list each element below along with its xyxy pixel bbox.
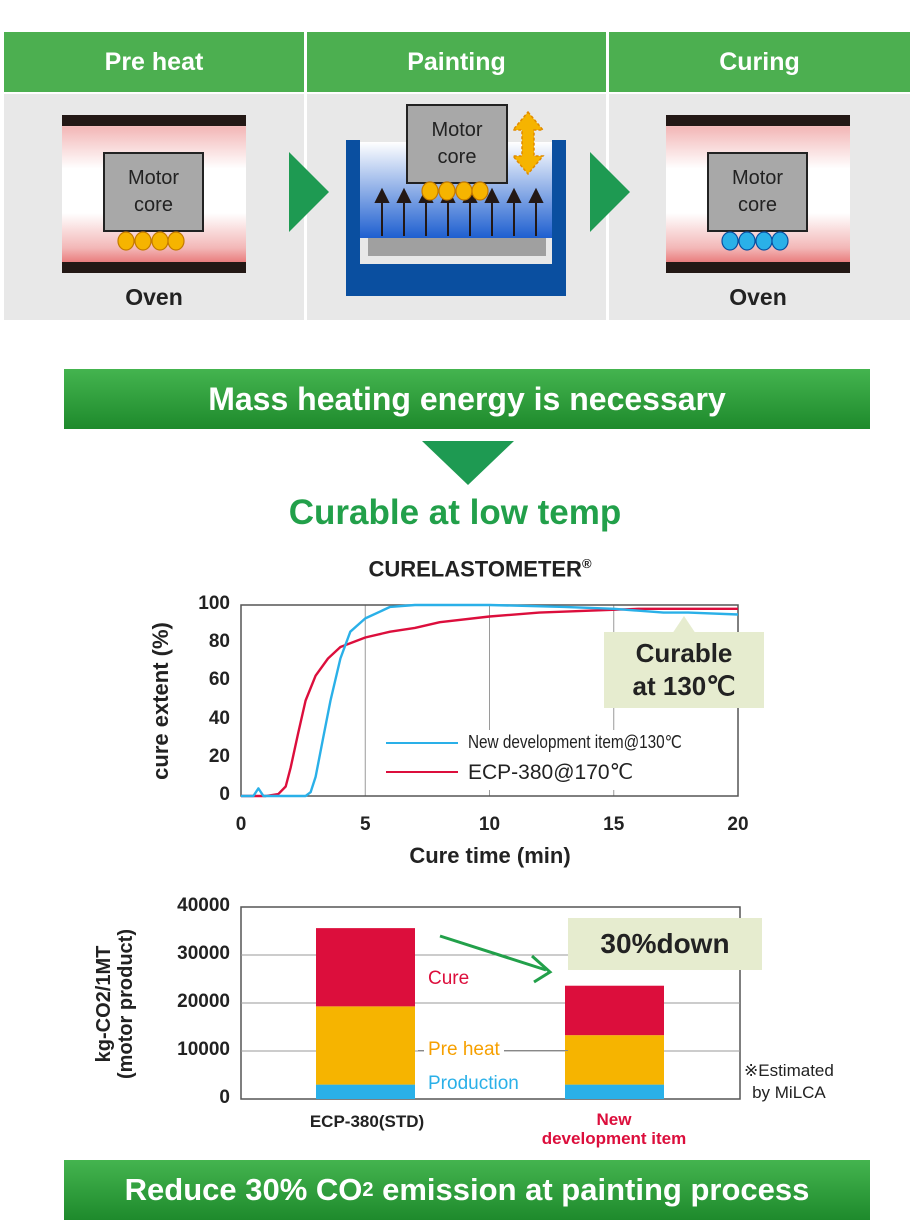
x-tick-label: 5 xyxy=(359,814,371,835)
bar-segment-pre-heat xyxy=(565,1035,664,1085)
oven-top-plate xyxy=(62,115,246,126)
y-tick-label: 20000 xyxy=(177,991,230,1012)
y-tick-label: 100 xyxy=(198,593,230,614)
bar-segment-cure xyxy=(316,928,415,1007)
callout-pointer xyxy=(672,616,696,634)
line-chart-title-text: CURELASTOMETER xyxy=(368,556,582,582)
bar-segment-production xyxy=(316,1084,415,1099)
estimation-note: ※Estimated by MiLCA xyxy=(744,1061,834,1102)
y-tick-label: 30000 xyxy=(177,943,230,964)
y-tick-label: 20 xyxy=(208,745,230,767)
curable-callout: Curable at 130℃ xyxy=(604,632,764,708)
y-tick-label: 0 xyxy=(219,1087,230,1108)
bar-chart xyxy=(240,906,741,1100)
subtitle: Curable at low temp xyxy=(288,493,622,532)
oven-caption-preheat: Oven xyxy=(125,284,183,310)
bar-segment-pre-heat xyxy=(316,1006,415,1085)
step-title-preheat: Pre heat xyxy=(4,32,304,92)
reduction-arrow-icon xyxy=(439,934,553,984)
oven-top-plate xyxy=(666,115,850,126)
x-tick-label: 10 xyxy=(478,814,501,835)
segment-label-preheat: Pre heat xyxy=(424,1039,504,1061)
y-tick-label: 10000 xyxy=(177,1039,230,1060)
reduction-banner-text-end: emission at painting process xyxy=(373,1172,810,1207)
x-tick-label: 15 xyxy=(603,814,625,835)
next-step-arrow-icon xyxy=(289,152,329,232)
reduction-callout: 30%down xyxy=(568,918,762,970)
series-line-new-development xyxy=(241,603,739,798)
line-chart-xlabel: Cure time (min) xyxy=(409,843,571,868)
y-tick-label: 40000 xyxy=(177,895,230,916)
legend-label-ecp: ECP-380@170℃ xyxy=(468,761,634,784)
y-tick-label: 0 xyxy=(219,784,230,805)
bar-category-new: New development item xyxy=(541,1110,687,1148)
motor-core-preheat: Motor core xyxy=(103,152,204,232)
energy-banner: Mass heating energy is necessary xyxy=(64,369,870,429)
registered-mark: ® xyxy=(581,556,592,571)
legend-swatch-ecp xyxy=(386,771,458,773)
coating-particles-preheat xyxy=(117,230,187,257)
line-chart-legend: New development item@130℃ ECP-380@170℃ xyxy=(376,730,726,790)
series-line-ecp-380 xyxy=(241,607,738,798)
legend-swatch-new xyxy=(386,742,458,744)
oven-bottom-plate xyxy=(62,262,246,273)
x-tick-label: 0 xyxy=(235,814,247,835)
step-title-curing: Curing xyxy=(609,32,910,92)
bar-segment-production xyxy=(565,1084,664,1099)
motor-core-painting: Motor core xyxy=(406,104,508,184)
oven-bottom-plate xyxy=(666,262,850,273)
cured-particles-curing xyxy=(721,230,791,257)
x-tick-label: 20 xyxy=(727,814,749,835)
down-arrow-icon xyxy=(422,441,514,485)
reduction-banner-subscript: 2 xyxy=(362,1178,374,1201)
next-step-arrow-icon xyxy=(590,152,630,232)
bar-segment-cure xyxy=(565,985,664,1036)
reduction-banner-text: Reduce 30% CO xyxy=(124,1172,363,1207)
up-down-arrow-icon xyxy=(511,110,545,176)
step-title-painting: Painting xyxy=(307,32,606,92)
oven-caption-curing: Oven xyxy=(729,284,787,310)
y-tick-label: 60 xyxy=(208,669,230,691)
coating-particles-painting xyxy=(421,180,491,207)
y-tick-label: 40 xyxy=(208,707,230,729)
legend-label-new: New development item@130℃ xyxy=(468,732,682,752)
segment-label-production: Production xyxy=(428,1073,519,1094)
bar-category-std: ECP-380(STD) xyxy=(309,1112,425,1131)
y-tick-label: 80 xyxy=(208,631,230,653)
segment-label-cure: Cure xyxy=(428,968,470,989)
motor-core-curing: Motor core xyxy=(707,152,808,232)
line-chart-title: CURELASTOMETER® xyxy=(240,556,720,582)
